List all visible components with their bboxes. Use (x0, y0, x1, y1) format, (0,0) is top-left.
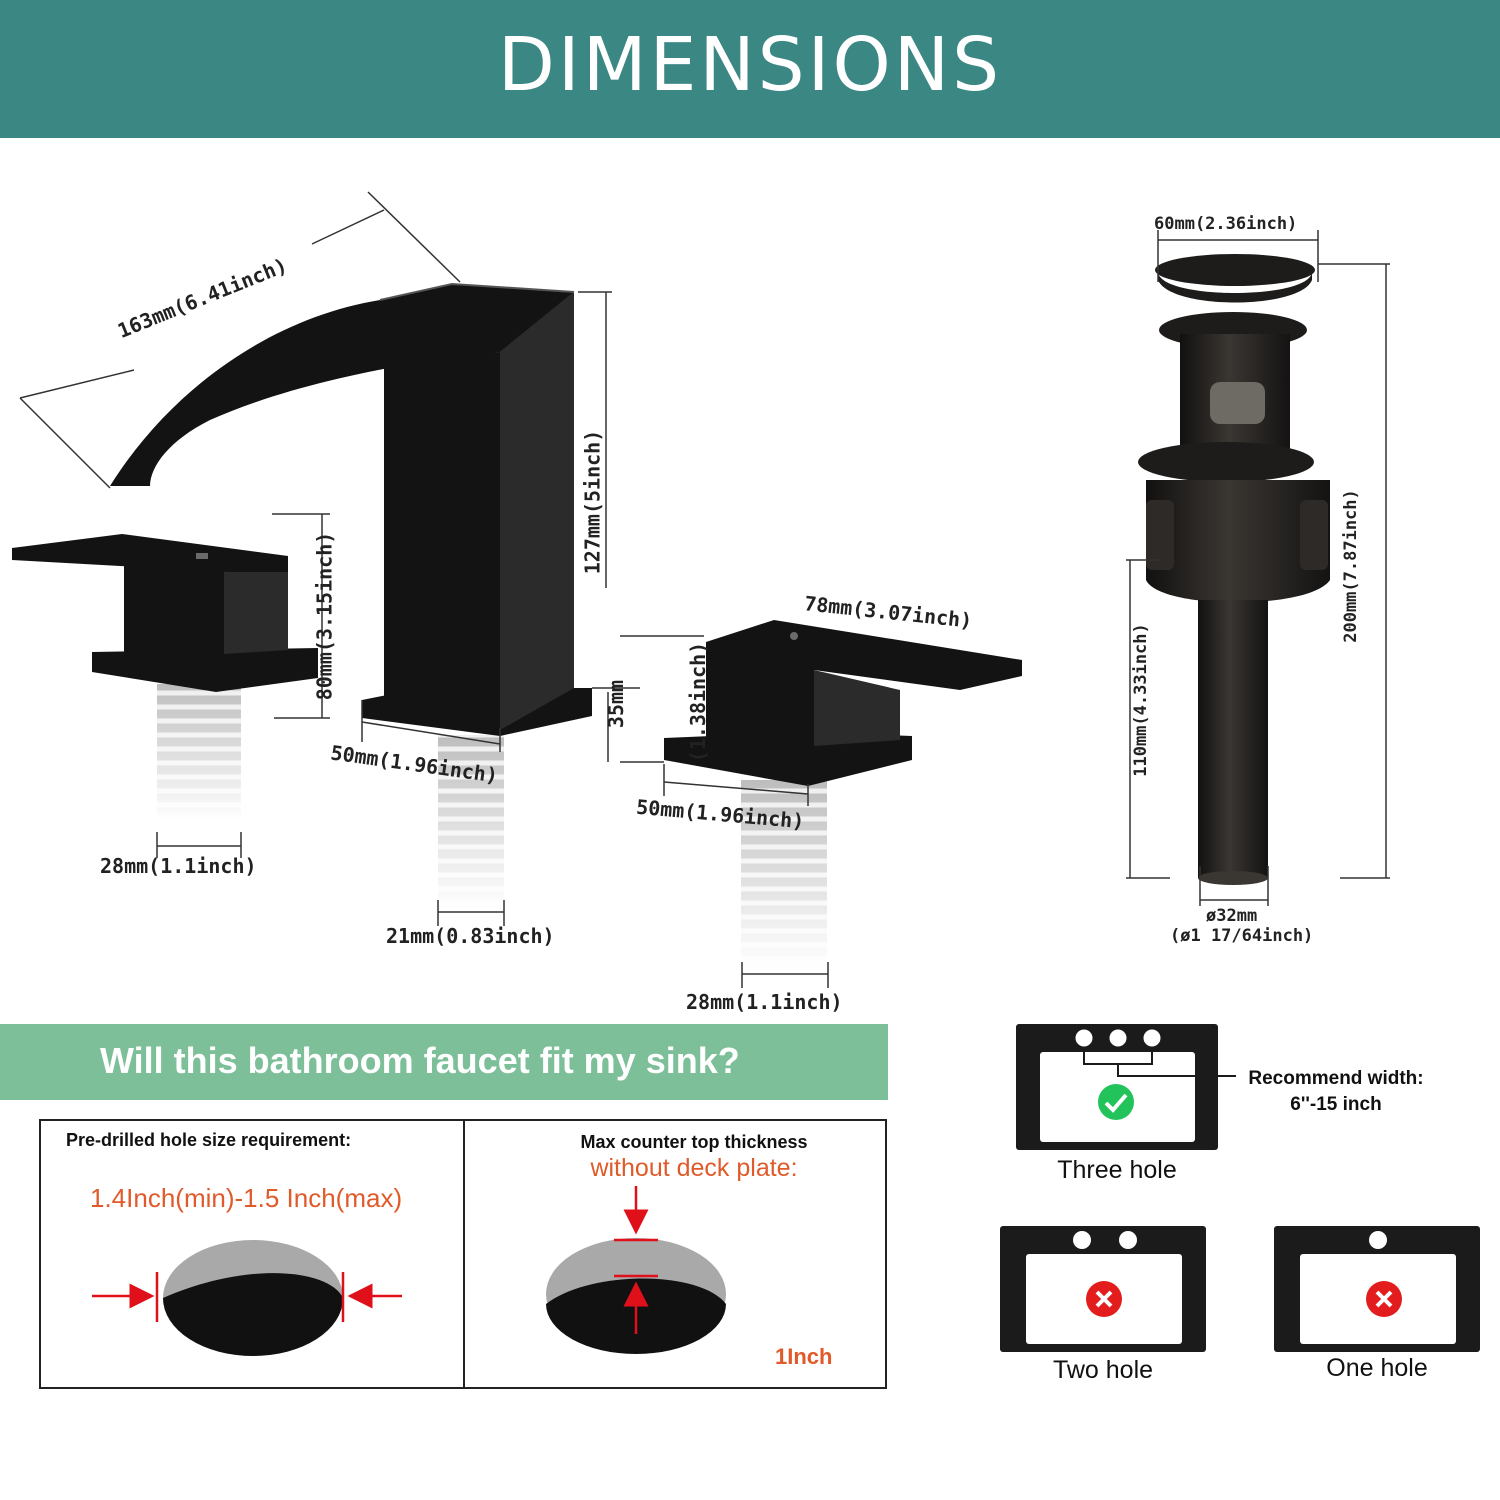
thickness-sub: without deck plate: (590, 1154, 798, 1182)
label-two-hole: Two hole (1052, 1356, 1154, 1384)
page-title: DIMENSIONS (497, 22, 1003, 108)
dim-right-handle-height-in: (1.38inch) (686, 641, 711, 763)
hole-range: 1.4Inch(min)-1.5 Inch(max) (90, 1183, 403, 1213)
dimension-lines (19, 191, 1390, 988)
recommend-width: Recommend width: 6''-15 inch (1226, 1066, 1446, 1118)
dim-spout-shank: 21mm(0.83inch) (386, 924, 555, 948)
thickness-illustration (546, 1186, 726, 1354)
label-three-hole: Three hole (1057, 1156, 1177, 1184)
dim-drain-pipe-in: (ø1 17/64inch) (1170, 926, 1314, 946)
dim-left-handle-height: 80mm(3.15inch) (312, 531, 337, 701)
hole-requirement-label: Pre-drilled hole size requirement: (66, 1130, 352, 1150)
dim-left-handle-shank: 28mm(1.1inch) (100, 854, 257, 878)
hole-size-illustration (92, 1240, 402, 1356)
dim-drain-total-height: 200mm(7.87inch) (1340, 489, 1361, 643)
recommend-width-value: 6''-15 inch (1290, 1094, 1382, 1115)
dim-spout-height: 127mm(5inch) (580, 429, 605, 575)
recommend-width-label: Recommend width: (1248, 1068, 1424, 1089)
label-one-hole: One hole (1326, 1354, 1428, 1382)
header-banner: DIMENSIONS (0, 0, 1500, 138)
dim-right-handle-shank: 28mm(1.1inch) (686, 990, 843, 1014)
sink-two-hole (1000, 1226, 1206, 1352)
fit-frames (39, 1119, 887, 1389)
dim-drain-pipe-mm: ø32mm (1206, 906, 1258, 926)
fit-title: Will this bathroom faucet fit my sink? (100, 1040, 740, 1081)
sink-three-hole (1016, 1024, 1236, 1150)
thickness-label: Max counter top thickness (580, 1132, 808, 1152)
right-handle-shank (741, 780, 827, 968)
sink-one-hole (1274, 1226, 1480, 1352)
dim-right-handle-height-mm: 35mm (604, 679, 629, 729)
left-handle (12, 534, 318, 692)
pop-up-drain (1138, 254, 1330, 885)
dim-drain-cap: 60mm(2.36inch) (1154, 214, 1298, 234)
thickness-value: 1Inch (775, 1344, 833, 1369)
spout-shank (438, 735, 504, 910)
right-handle (664, 620, 1022, 786)
dim-drain-tail-height: 110mm(4.33inch) (1130, 623, 1151, 777)
faucet-spout (110, 282, 592, 736)
left-handle-shank (157, 684, 241, 822)
fit-banner (0, 1024, 888, 1100)
